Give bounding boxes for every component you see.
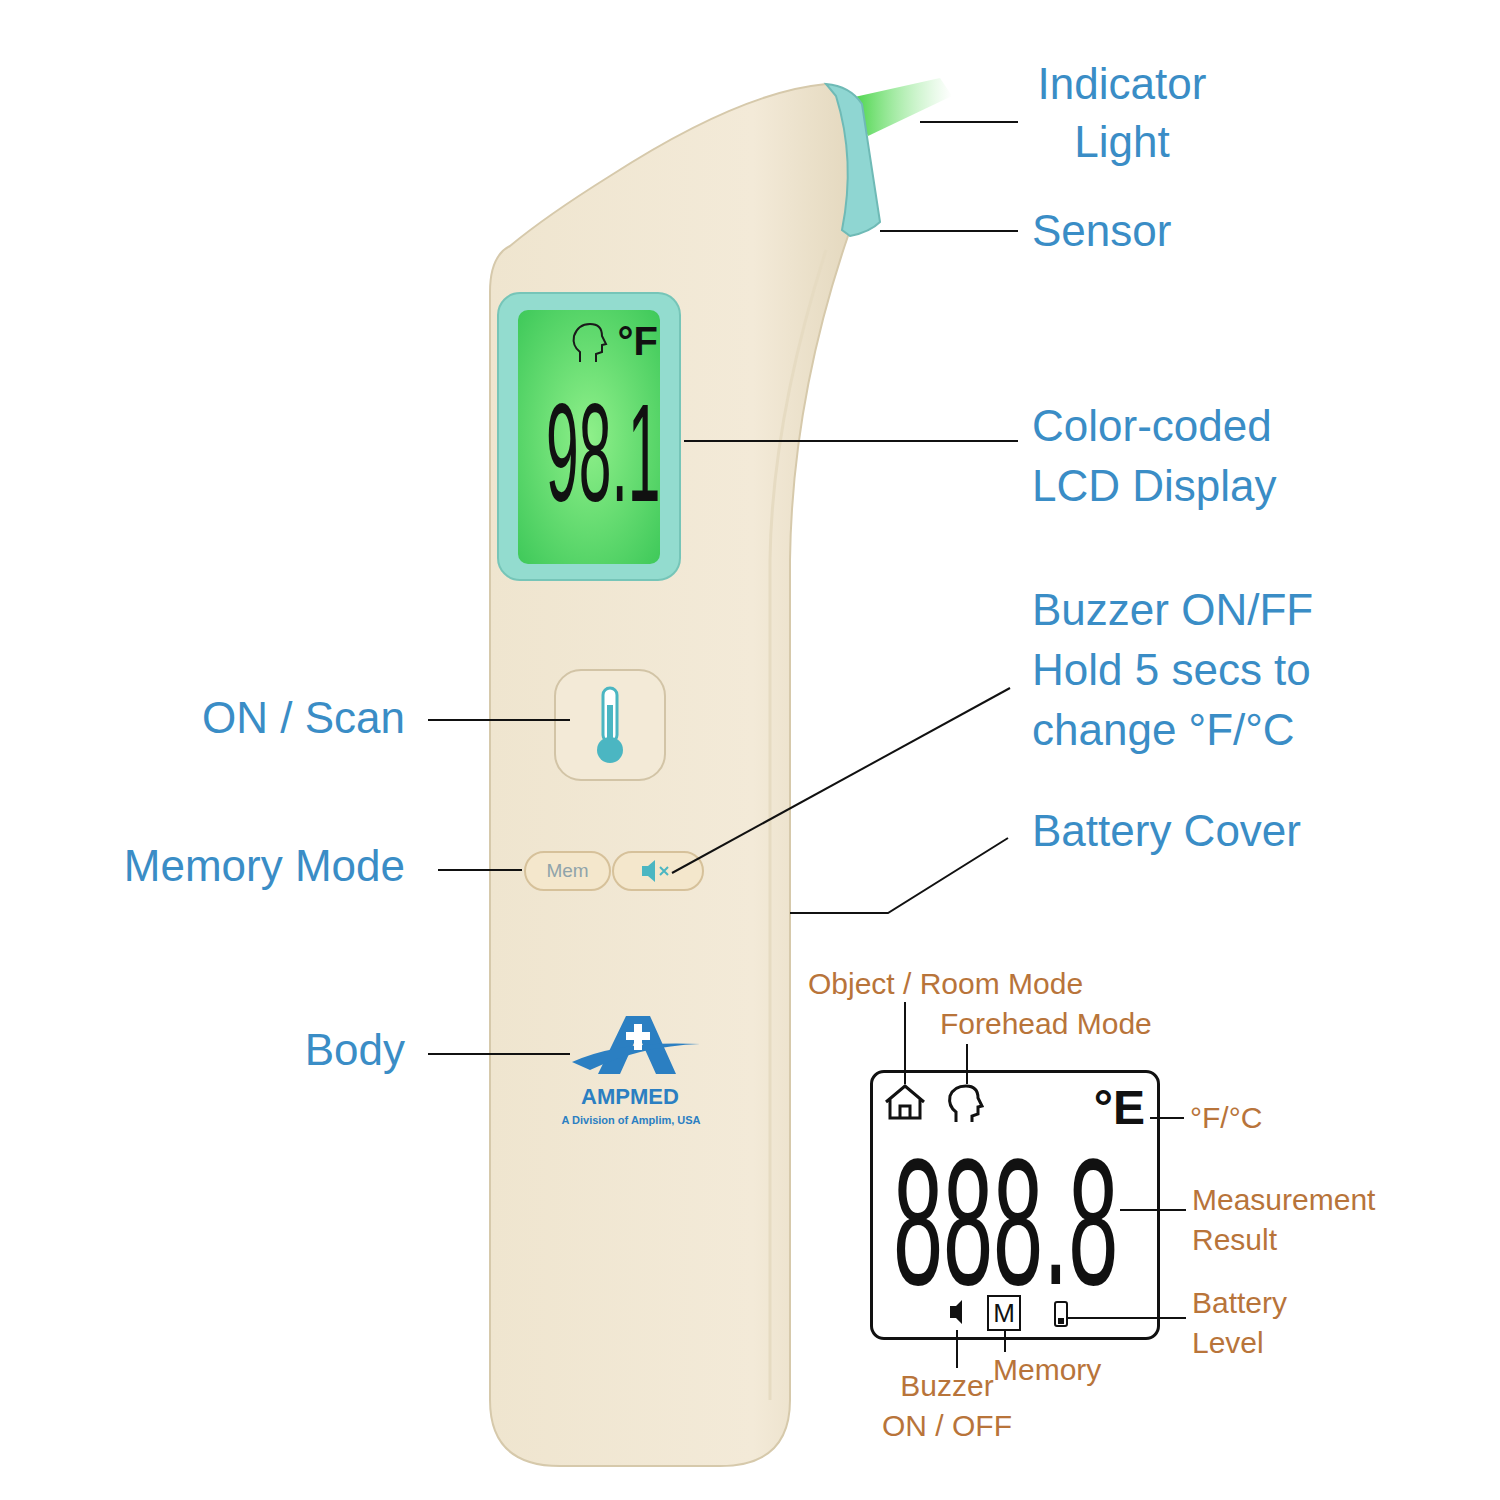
button-label: Mem <box>546 860 588 882</box>
icon-name: Forehead Mode <box>940 1006 1200 1042</box>
lcd-screen: °F 98.1 <box>498 293 680 580</box>
unit-symbol: °F <box>498 319 658 363</box>
part-name: Color-coded LCD Display <box>1032 396 1332 516</box>
label-holder: Body <box>105 1022 405 1078</box>
icon-name: Measurement Result <box>1192 1180 1417 1260</box>
label-holder: Battery Cover <box>1032 803 1362 859</box>
unit-symbol: °E <box>873 1083 1145 1133</box>
battery-charge <box>1058 1318 1064 1324</box>
label-holder: Battery Level <box>1192 1283 1327 1363</box>
label-holder: Memory Mode <box>55 838 405 894</box>
speaker-icon <box>642 860 655 882</box>
battery-icon <box>1055 1302 1067 1326</box>
label-holder: Sensor <box>1032 203 1292 259</box>
thermometer-body <box>490 84 866 1466</box>
memory-indicator: M <box>987 1295 1021 1331</box>
icon-name: Memory <box>993 1352 1143 1388</box>
label-holder: Indicator Light <box>1022 55 1222 171</box>
part-name: Indicator Light <box>1022 55 1222 171</box>
part-name: Buzzer ON/FF Hold 5 secs to change °F/°C <box>1032 580 1362 760</box>
memory-letter: M <box>993 1299 1015 1327</box>
mute-cross <box>660 867 668 875</box>
part-name: Sensor <box>1032 203 1292 259</box>
forehead-icon <box>574 324 606 362</box>
part-name: Body <box>105 1022 405 1078</box>
icon-name: Object / Room Mode <box>808 966 1138 1002</box>
lcd-legend-panel: °E 888.8M <box>870 1070 1160 1340</box>
brand-subtitle: A Division of Amplim, USA <box>556 1113 706 1127</box>
screen-frame <box>498 293 680 580</box>
brand-name: AMPMED <box>570 1084 690 1110</box>
label-holder: Color-coded LCD Display <box>1032 396 1332 516</box>
segment-readout: 888.8 <box>893 1147 1118 1297</box>
label-holder: Memory <box>993 1352 1143 1388</box>
icon-name: Battery Level <box>1192 1283 1327 1363</box>
scan-button <box>555 670 665 780</box>
label-holder: Forehead Mode <box>940 1006 1200 1042</box>
buzzer-icon <box>950 1300 962 1324</box>
label-holder: ON / Scan <box>105 690 405 746</box>
temperature-reading: 98.1 <box>546 393 660 513</box>
thermometer-column <box>607 705 613 745</box>
body-edge <box>770 250 826 1400</box>
memory-button-shape <box>525 852 610 890</box>
label-holder: A Division of Amplim, USA <box>556 1113 706 1127</box>
mute-button <box>613 852 703 890</box>
label-holder: Measurement Result <box>1192 1180 1417 1260</box>
house-icon <box>886 1086 924 1118</box>
label-holder: Buzzer ON/FF Hold 5 secs to change °F/°C <box>1032 580 1362 760</box>
label-holder: Object / Room Mode <box>808 966 1138 1002</box>
part-name: Battery Cover <box>1032 803 1362 859</box>
logo-cross <box>626 1024 650 1050</box>
icon-name: °F/°C <box>1190 1100 1310 1136</box>
label-holder: °F/°C <box>1190 1100 1310 1136</box>
memory-button: Mem <box>525 852 610 890</box>
part-name: Memory Mode <box>55 838 405 894</box>
part-name: ON / Scan <box>105 690 405 746</box>
forehead-icon <box>950 1086 982 1122</box>
sensor-cap <box>826 84 880 236</box>
label-holder: AMPMED <box>570 1084 690 1110</box>
